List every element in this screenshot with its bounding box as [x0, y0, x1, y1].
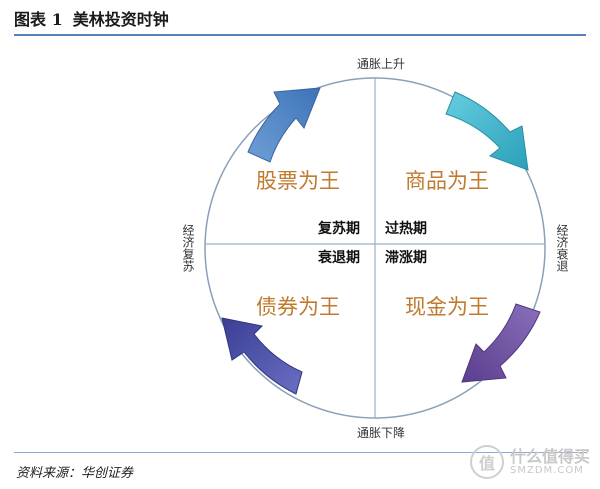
- axis-label-bottom: 通胀下降: [357, 426, 405, 440]
- arrow-bottom-right: [461, 303, 541, 383]
- watermark-badge-icon: 值: [470, 445, 504, 479]
- axis-label-right: 经济衰退: [555, 224, 569, 272]
- source-note: 资料来源：华创证券: [16, 466, 134, 481]
- figure-number: 图表 1: [14, 10, 63, 29]
- phase-label-recession: 衰退期: [317, 249, 360, 266]
- arrow-bottom-left: [221, 317, 303, 395]
- watermark: 值 什么值得买 SMZDM.COM: [470, 440, 595, 484]
- header-rule: [14, 34, 586, 36]
- watermark-cn: 什么值得买: [510, 446, 591, 466]
- footer-rule: [14, 452, 586, 453]
- figure-header: 图表 1 美林投资时钟: [14, 6, 586, 30]
- phase-label-stagflation: 滞涨期: [385, 249, 427, 266]
- watermark-text: 什么值得买 SMZDM.COM: [510, 448, 590, 477]
- axis-label-top: 通胀上升: [357, 57, 405, 71]
- quadrant-label-bonds: 债券为王: [256, 295, 340, 319]
- watermark-en: SMZDM.COM: [510, 465, 584, 477]
- arrow-top-left: [247, 87, 321, 163]
- quadrant-label-commodities: 商品为王: [405, 169, 489, 193]
- arrow-top-right: [445, 91, 529, 171]
- quadrant-label-stocks: 股票为王: [256, 169, 340, 193]
- phase-label-recovery: 复苏期: [317, 220, 360, 237]
- phase-label-overheat: 过热期: [385, 220, 427, 237]
- figure-title: 美林投资时钟: [72, 10, 169, 29]
- quadrant-label-cash: 现金为王: [405, 295, 489, 319]
- axis-label-left: 经济复苏: [181, 224, 195, 272]
